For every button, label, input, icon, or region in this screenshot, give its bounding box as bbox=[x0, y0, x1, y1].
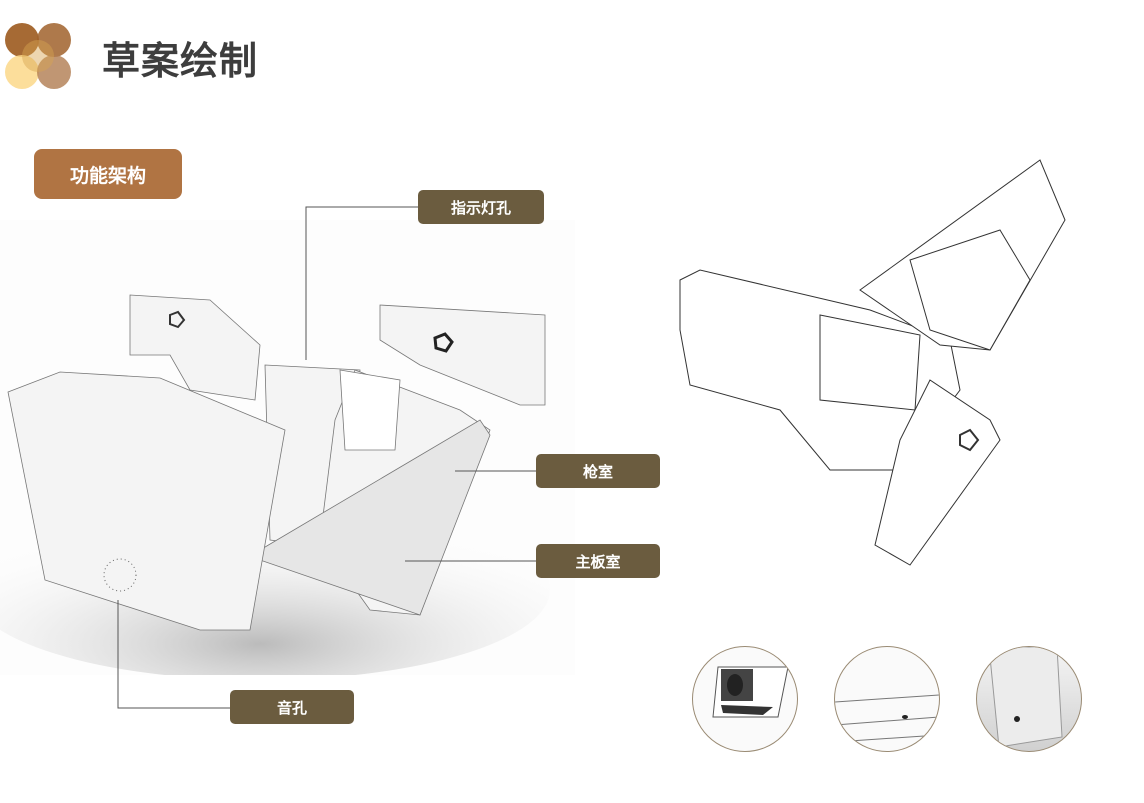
detail-indicator-hole bbox=[692, 646, 798, 752]
detail-mainboard-hole bbox=[834, 646, 940, 752]
callout-gun-chamber: 枪室 bbox=[536, 454, 660, 488]
callout-sound-hole: 音孔 bbox=[230, 690, 354, 724]
callout-indicator-hole: 指示灯孔 bbox=[418, 190, 544, 224]
exploded-device-render bbox=[0, 220, 575, 675]
page-title: 草案绘制 bbox=[102, 39, 259, 83]
section-label: 功能架构 bbox=[34, 149, 182, 199]
callout-mainboard-chamber: 主板室 bbox=[536, 544, 660, 578]
logo-icon bbox=[5, 23, 71, 89]
detail-sound-hole bbox=[976, 646, 1082, 752]
gun-line-drawing bbox=[679, 159, 1066, 566]
